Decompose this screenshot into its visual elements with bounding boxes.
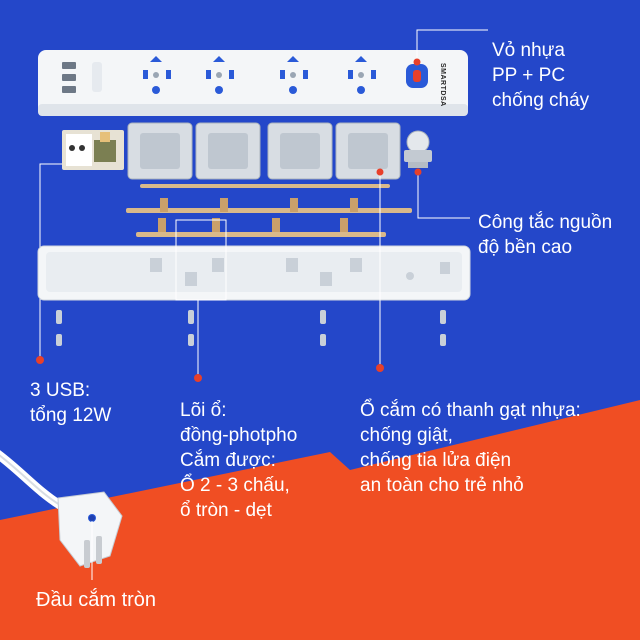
shell-callout-text: Vỏ nhựa PP + PC chống cháy (492, 38, 589, 113)
switch-callout-text: Công tắc nguồn độ bền cao (478, 210, 612, 260)
shutter-callout-pointer (376, 168, 384, 372)
switch-callout-line: Công tắc nguồn (478, 212, 613, 233)
socket-outlet-2 (206, 56, 234, 94)
socket-outlet-4 (348, 56, 376, 94)
core-callout-line: Lõi ổ: (180, 400, 227, 421)
usb-port-2 (62, 74, 76, 81)
shell-callout-line: Vỏ nhựa (492, 40, 565, 61)
usb-circuit-board (62, 130, 124, 170)
usb-callout-dot (36, 356, 44, 364)
shutter-callout-line: an toàn cho trẻ nhỏ (360, 475, 524, 496)
brand-mark: SMARTDSA (439, 63, 446, 107)
core-callout-line: Ổ 2 - 3 chấu, (180, 475, 290, 496)
shutter-callout-line: chống giật, (360, 425, 453, 446)
usb-callout-line: tổng 12W (30, 405, 112, 426)
switch-callout-dot (414, 168, 422, 176)
plug-callout-line: Đầu cắm tròn (36, 589, 157, 611)
usb-callout-line: 3 USB: (30, 380, 91, 401)
screws (56, 310, 446, 346)
usb-port-1 (62, 62, 76, 69)
usb-port-3 (62, 86, 76, 93)
core-callout-text: Lõi ổ: đồng-photpho Cắm được: Ổ 2 - 3 ch… (180, 398, 297, 523)
copper-conductor-bars (126, 184, 412, 237)
power-switch-component (404, 130, 432, 168)
shell-callout-pointer (413, 29, 488, 66)
core-callout-line: đồng-photpho (180, 425, 298, 446)
shutter-callout-line: chống tia lửa điện (360, 450, 512, 471)
usb-callout-text: 3 USB: tổng 12W (30, 378, 111, 428)
plug-callout-text: Đầu cắm tròn (36, 588, 156, 613)
core-callout-line: ổ tròn - dẹt (180, 500, 272, 521)
socket-shutter-modules (127, 122, 401, 180)
shell-callout-line: PP + PC (492, 65, 566, 86)
shutter-callout-line: Ổ cắm có thanh gạt nhựa: (360, 400, 581, 421)
core-callout-line: Cắm được: (180, 450, 276, 471)
orange-background (0, 400, 640, 640)
plug-cable (0, 450, 65, 510)
shutter-callout-text: Ổ cắm có thanh gạt nhựa: chống giật, chố… (360, 398, 581, 498)
core-callout-pointer (175, 219, 227, 382)
base-tray (37, 245, 471, 301)
shell-callout-line: chống cháy (492, 90, 590, 111)
power-strip-shell (38, 50, 468, 116)
socket-outlet-1 (143, 56, 171, 94)
switch-callout-line: độ bền cao (478, 237, 573, 258)
plug-callout-dot (89, 515, 95, 521)
socket-outlet-3 (280, 56, 308, 94)
